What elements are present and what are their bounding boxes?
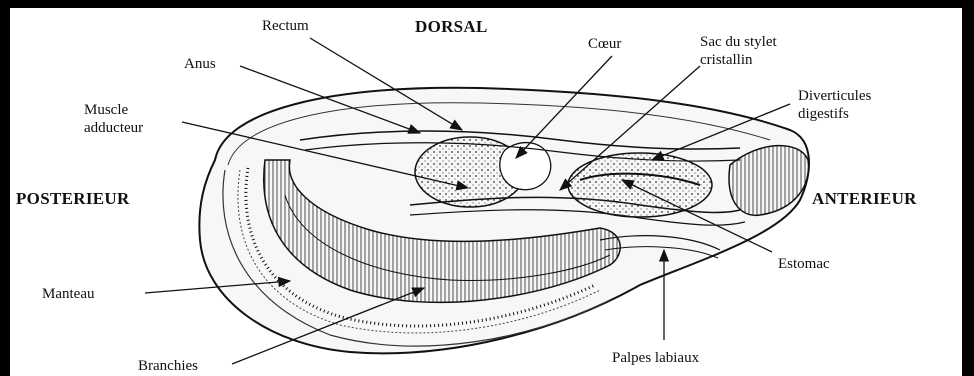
- label-diverticules-line2: digestifs: [798, 106, 849, 123]
- label-anus: Anus: [184, 56, 216, 73]
- label-diverticules-line1: Diverticules: [798, 88, 871, 105]
- label-estomac: Estomac: [778, 256, 830, 273]
- label-sac-line2: cristallin: [700, 52, 753, 69]
- label-branchies: Branchies: [138, 358, 198, 375]
- label-sac-line1: Sac du stylet: [700, 34, 777, 51]
- label-muscle-line2: adducteur: [84, 120, 143, 137]
- label-muscle-line1: Muscle: [84, 102, 128, 119]
- digestive-gland: [568, 153, 712, 217]
- label-dorsal: DORSAL: [415, 18, 488, 35]
- label-anterieur: ANTERIEUR: [812, 190, 917, 207]
- label-coeur: Cœur: [588, 36, 621, 53]
- label-posterieur: POSTERIEUR: [16, 190, 130, 207]
- label-rectum: Rectum: [262, 18, 309, 35]
- label-manteau: Manteau: [42, 286, 94, 303]
- label-palpes-labiaux: Palpes labiaux: [612, 350, 699, 367]
